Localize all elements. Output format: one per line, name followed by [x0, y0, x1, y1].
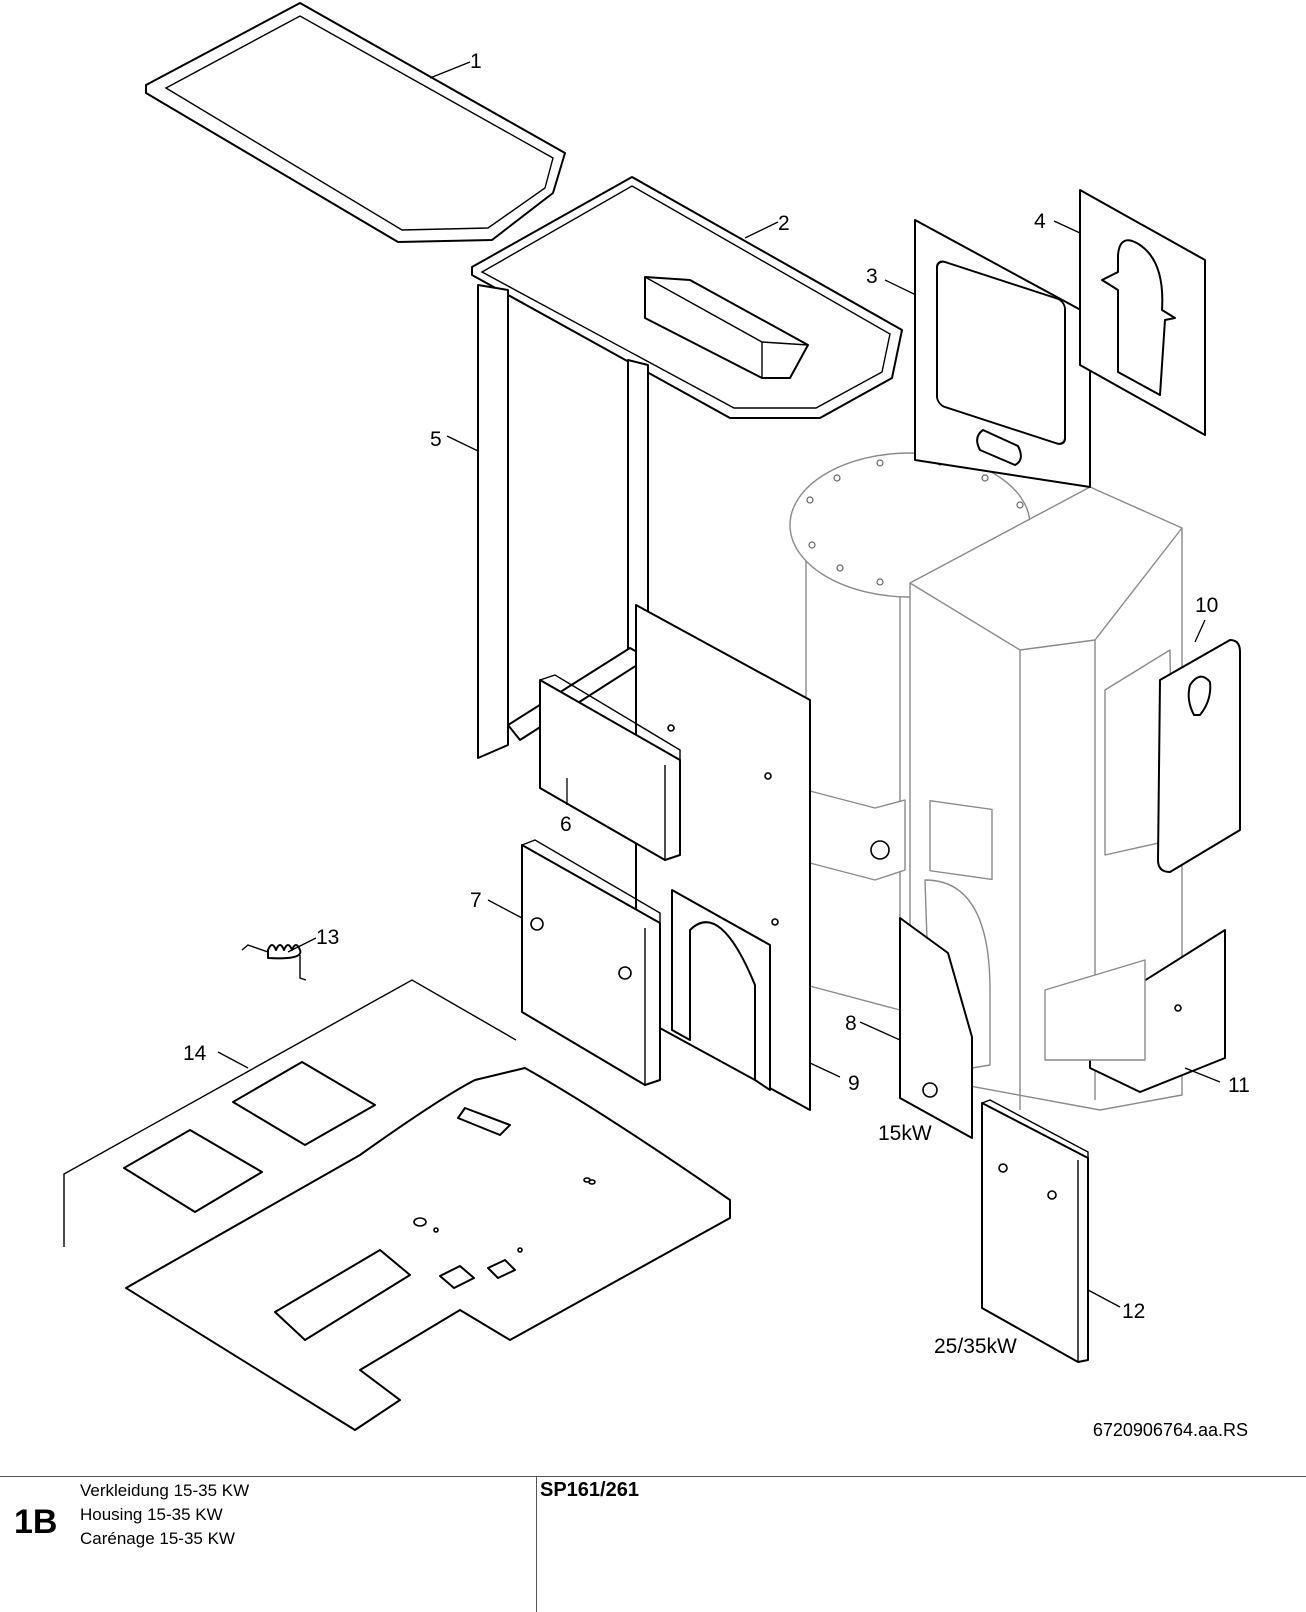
callout-1: 1 — [470, 50, 482, 73]
part-9-front-panel — [635, 604, 811, 1111]
callout-12: 12 — [1122, 1300, 1145, 1323]
part-7-door-plate — [521, 839, 661, 1086]
callout-2: 2 — [778, 212, 790, 235]
title-de: Verkleidung 15-35 KW — [80, 1481, 250, 1500]
part-12-side-plate-25-35kw — [981, 1099, 1089, 1363]
callout-3: 3 — [866, 265, 878, 288]
callout-10: 10 — [1195, 594, 1218, 617]
title-en: Housing 15-35 KW — [80, 1505, 223, 1524]
part-11-ash-cover — [1044, 929, 1226, 1093]
part-3-rear-panel — [914, 219, 1091, 488]
callout-8: 8 — [845, 1012, 857, 1035]
callout-14: 14 — [183, 1042, 207, 1065]
part-13-spring — [241, 944, 307, 981]
callout-11: 11 — [1228, 1074, 1250, 1097]
callout-labels: 1 2 3 4 5 6 7 8 9 10 11 12 13 14 15kW 25… — [183, 50, 1250, 1358]
callout-9: 9 — [848, 1072, 860, 1095]
leader-lines — [217, 61, 1221, 1308]
part-4-insulation-panel — [1079, 189, 1206, 436]
callout-5: 5 — [430, 428, 442, 451]
part-8-side-plate-15kw — [899, 917, 973, 1139]
part-1-top-cover — [145, 2, 566, 243]
variant-label-25-35kw: 25/35kW — [934, 1335, 1017, 1358]
sheet-id: 1B — [14, 1503, 58, 1541]
callout-4: 4 — [1034, 210, 1046, 233]
title-lines: Verkleidung 15-35 KW Housing 15-35 KW Ca… — [80, 1479, 249, 1551]
drawing-code: 6720906764.aa.RS — [1092, 1420, 1248, 1440]
part-2-cover-plate — [471, 176, 903, 419]
part-14-base-plate — [63, 979, 731, 1431]
variant-label-15kw: 15kW — [878, 1122, 932, 1145]
title-block: 1B Verkleidung 15-35 KW Housing 15-35 KW… — [0, 1476, 1306, 1612]
callout-6: 6 — [560, 813, 572, 836]
model-number: SP161/261 — [540, 1479, 639, 1501]
part-6-fire-brick — [539, 674, 681, 861]
boiler-body — [789, 452, 1183, 1111]
footer-divider — [536, 1477, 537, 1612]
title-fr: Carénage 15-35 KW — [80, 1529, 235, 1548]
callout-7: 7 — [470, 889, 482, 912]
exploded-parts-diagram: 1 2 3 4 5 6 7 8 9 10 11 12 13 14 15kW 25… — [63, 2, 1250, 1431]
part-10-side-cover — [1157, 639, 1241, 873]
callout-13: 13 — [316, 926, 339, 949]
